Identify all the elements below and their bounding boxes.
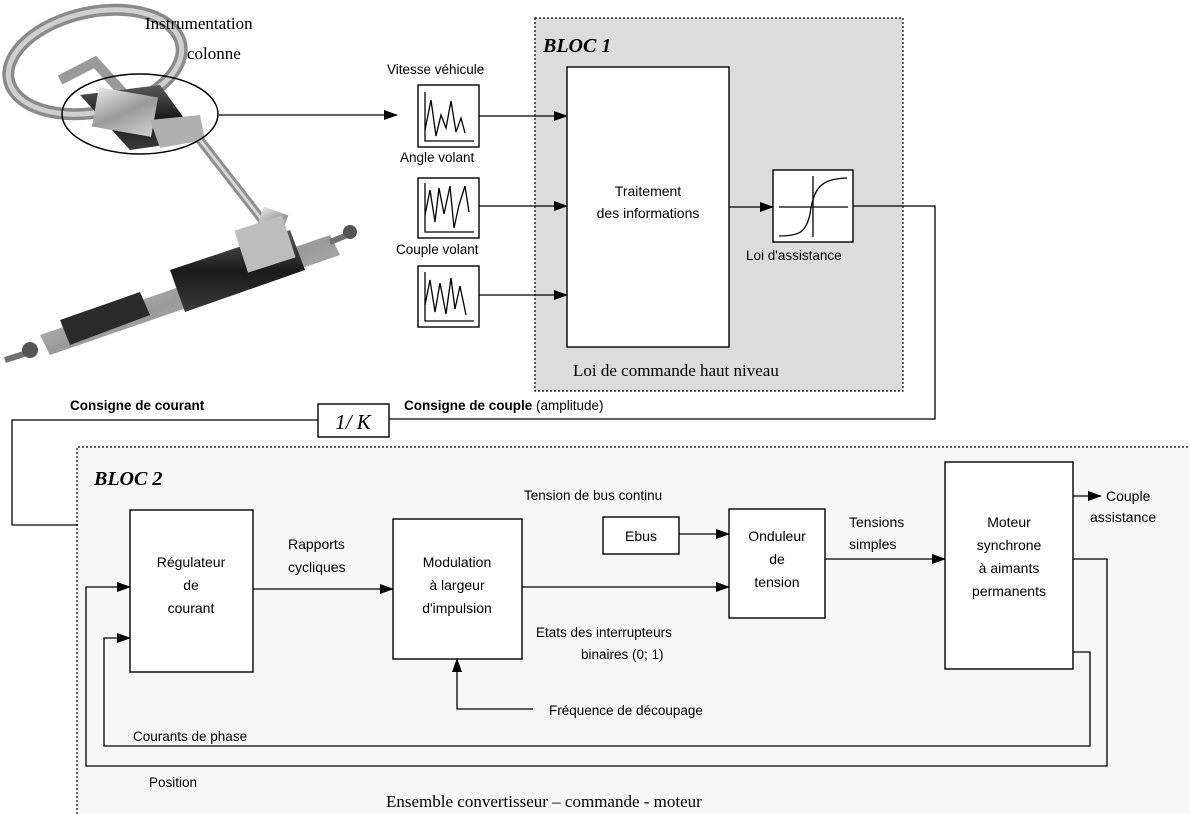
- bloc1-title: BLOC 1: [542, 35, 611, 57]
- onduleur-line2: de: [769, 551, 785, 567]
- moteur-line3: à aimants: [979, 560, 1040, 576]
- onduleur-line3: tension: [754, 574, 799, 590]
- modulation-line1: Modulation: [423, 554, 492, 570]
- instrumentation-ellipse: [61, 73, 219, 155]
- couple-assistance-line2: assistance: [1090, 509, 1156, 525]
- moteur-line2: synchrone: [977, 537, 1042, 553]
- moteur-line1: Moteur: [987, 514, 1031, 530]
- angle-label: Angle volant: [400, 150, 475, 165]
- bloc2-border: [76, 446, 1190, 814]
- scope-vitesse: [417, 84, 480, 148]
- loi-assistance-block: [772, 169, 854, 243]
- etats-line1: Etats des interrupteurs: [536, 625, 672, 640]
- consigne-couple-bold: Consigne de couple: [404, 398, 533, 413]
- vitesse-label: Vitesse véhicule: [387, 62, 484, 77]
- onduleur-line1: Onduleur: [748, 528, 806, 544]
- regulateur-line1: Régulateur: [157, 554, 226, 570]
- rapports-line2: cycliques: [288, 559, 346, 575]
- etats-line2: binaires (0; 1): [581, 647, 664, 662]
- modulation-line3: d'impulsion: [422, 600, 492, 616]
- bloc2-title: BLOC 2: [93, 468, 162, 490]
- rapports-line1: Rapports: [288, 536, 345, 552]
- moteur-line4: permanents: [972, 583, 1046, 599]
- consigne-couple-label: Consigne de couple (amplitude): [404, 398, 604, 413]
- scope-couple: [417, 265, 480, 328]
- loi-assistance-label: Loi d'assistance: [746, 248, 842, 263]
- instrumentation-label: Instrumentation: [145, 14, 253, 33]
- courants-label: Courants de phase: [133, 729, 247, 744]
- position-label: Position: [149, 775, 197, 790]
- colonne-label: colonne: [187, 44, 241, 63]
- frequence-label: Fréquence de découpage: [549, 703, 703, 718]
- regulateur-line3: courant: [168, 600, 215, 616]
- regulateur-line2: de: [183, 577, 199, 593]
- modulation-block: [392, 518, 523, 660]
- consigne-couple-rest: (amplitude): [532, 398, 603, 413]
- bloc1-caption: Loi de commande haut niveau: [573, 361, 779, 380]
- tensions-line2: simples: [849, 536, 896, 552]
- gain-block: [317, 403, 390, 438]
- ebus-label: Ebus: [625, 528, 657, 544]
- steering-column-illustration: [2, 3, 357, 363]
- modulation-line2: à largeur: [429, 577, 485, 593]
- onduleur-block: [728, 508, 826, 619]
- regulateur-block: [129, 509, 254, 673]
- tension-bus-label: Tension de bus continu: [524, 488, 662, 503]
- traitement-block: [566, 66, 730, 348]
- traitement-line1: Traitement: [615, 183, 682, 199]
- couple-label: Couple volant: [396, 242, 479, 257]
- gain-label: 1/ K: [335, 410, 372, 434]
- scope-angle: [417, 177, 480, 239]
- tensions-line1: Tensions: [849, 514, 904, 530]
- consigne-courant-label: Consigne de courant: [70, 398, 205, 413]
- ebus-block: [602, 516, 680, 555]
- bloc2-caption: Ensemble convertisseur – commande - mote…: [386, 792, 702, 811]
- couple-assistance-line1: Couple: [1106, 488, 1151, 504]
- moteur-block: [944, 461, 1074, 670]
- traitement-line2: des informations: [597, 205, 700, 221]
